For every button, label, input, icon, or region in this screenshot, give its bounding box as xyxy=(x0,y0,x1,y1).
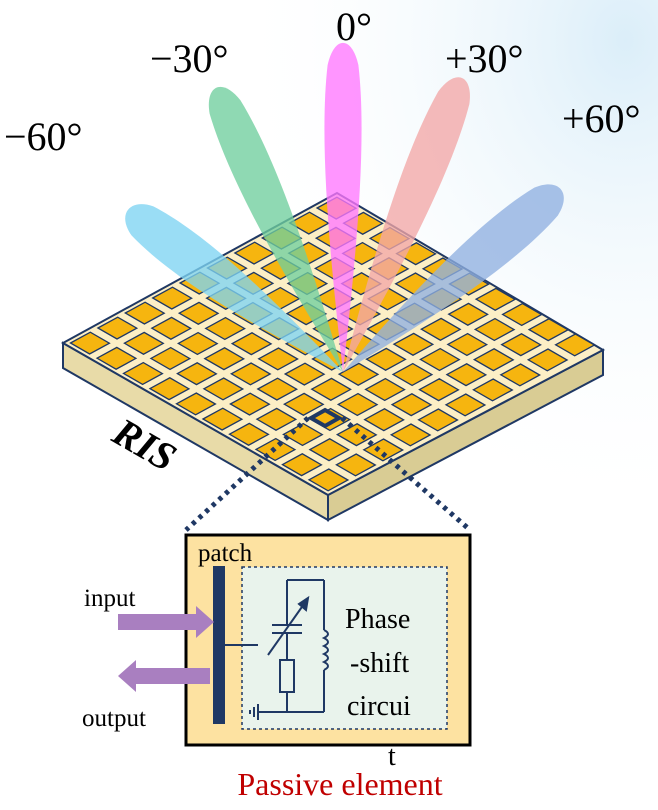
ris-element xyxy=(282,392,325,416)
angle-label-plus-30: +30° xyxy=(445,36,524,81)
ris-element xyxy=(148,377,191,401)
beam-group xyxy=(125,42,564,372)
ris-element xyxy=(473,317,516,342)
ris-element xyxy=(282,422,324,447)
ris-element xyxy=(365,347,407,371)
element-detail: patch Phase -shift circui xyxy=(82,533,472,772)
circuit-label-line-1: Phase xyxy=(345,604,410,635)
ris-element xyxy=(176,362,218,386)
ris-element xyxy=(417,408,459,432)
ris-element xyxy=(446,332,489,357)
circuit-label-line-4: t xyxy=(388,741,396,772)
ris-element xyxy=(335,453,377,477)
beam-lobe xyxy=(343,184,564,372)
angle-label-minus-30: −30° xyxy=(150,36,229,81)
ris-element xyxy=(202,377,245,401)
ground-icon xyxy=(249,704,259,720)
selected-element-highlight xyxy=(306,407,344,429)
ris-element xyxy=(228,422,270,446)
beam-lobe xyxy=(208,87,343,372)
ris-element xyxy=(363,408,405,432)
ris-element xyxy=(95,346,138,370)
ris-element xyxy=(149,346,192,371)
patch-label: patch xyxy=(198,540,253,567)
circuit-label-line-2: -shift xyxy=(350,648,409,679)
ris-element xyxy=(526,348,569,372)
beam-lobe xyxy=(343,77,470,372)
ris-element xyxy=(175,392,217,416)
angle-label-plus-60: +60° xyxy=(562,96,641,141)
ris-element xyxy=(150,316,193,340)
input-arrow-icon xyxy=(118,606,214,638)
ris-element xyxy=(419,347,461,372)
angle-label-0: 0° xyxy=(336,4,372,49)
input-label: input xyxy=(84,585,135,612)
ris-element xyxy=(123,331,165,355)
beam-lobe xyxy=(125,204,343,372)
passive-element-caption: Passive element xyxy=(237,766,442,802)
ris-element xyxy=(444,393,487,417)
ris-element xyxy=(230,332,273,356)
ris-element xyxy=(500,333,542,357)
ris-element xyxy=(310,377,352,401)
ris-element xyxy=(308,438,351,462)
ris-element xyxy=(472,348,515,372)
ris-element xyxy=(69,331,111,355)
ris-element xyxy=(283,362,326,386)
ris-element xyxy=(204,316,246,341)
output-arrow-icon xyxy=(118,660,210,692)
ris-element xyxy=(501,302,543,327)
ris-element xyxy=(177,301,220,325)
ris-element xyxy=(307,468,350,492)
ris-element xyxy=(362,438,405,462)
ris-element xyxy=(123,301,166,325)
ris-element xyxy=(257,347,299,371)
ris-element xyxy=(554,333,596,357)
ris-element xyxy=(527,318,570,342)
phase-shift-circuit xyxy=(225,579,329,713)
ris-element xyxy=(474,287,517,311)
ris-element xyxy=(176,331,219,356)
ris-element xyxy=(281,453,323,477)
beam-lobe xyxy=(324,42,362,372)
ris-element xyxy=(229,362,272,386)
ris-element xyxy=(255,407,298,431)
ris-element xyxy=(96,316,139,340)
zoom-line-right xyxy=(340,416,472,532)
patch-bar xyxy=(213,566,225,724)
zoom-line-left xyxy=(184,416,310,532)
ris-element xyxy=(445,363,488,387)
varactor-arrow-icon xyxy=(267,595,310,656)
angle-label-minus-60: −60° xyxy=(4,114,83,159)
ris-element xyxy=(472,378,514,402)
ris-element xyxy=(419,317,462,341)
ris-element xyxy=(229,392,271,416)
ris-element xyxy=(122,361,164,386)
ris-element xyxy=(447,302,489,326)
ris-element xyxy=(499,363,542,387)
ris-element xyxy=(256,377,299,401)
ris-element xyxy=(337,362,380,386)
ris-element xyxy=(203,347,246,371)
output-label: output xyxy=(82,705,146,732)
ris-element xyxy=(151,286,193,310)
ris-element xyxy=(391,362,434,387)
ris-element xyxy=(418,378,460,402)
circuit-region xyxy=(241,566,448,730)
ris-element xyxy=(336,392,379,417)
circuit-label-line-3: circui xyxy=(347,691,411,722)
ris-element xyxy=(389,423,432,447)
ris-element xyxy=(364,377,406,402)
ris-element xyxy=(392,332,435,356)
ris-element xyxy=(201,407,244,431)
ris-element xyxy=(390,393,433,417)
